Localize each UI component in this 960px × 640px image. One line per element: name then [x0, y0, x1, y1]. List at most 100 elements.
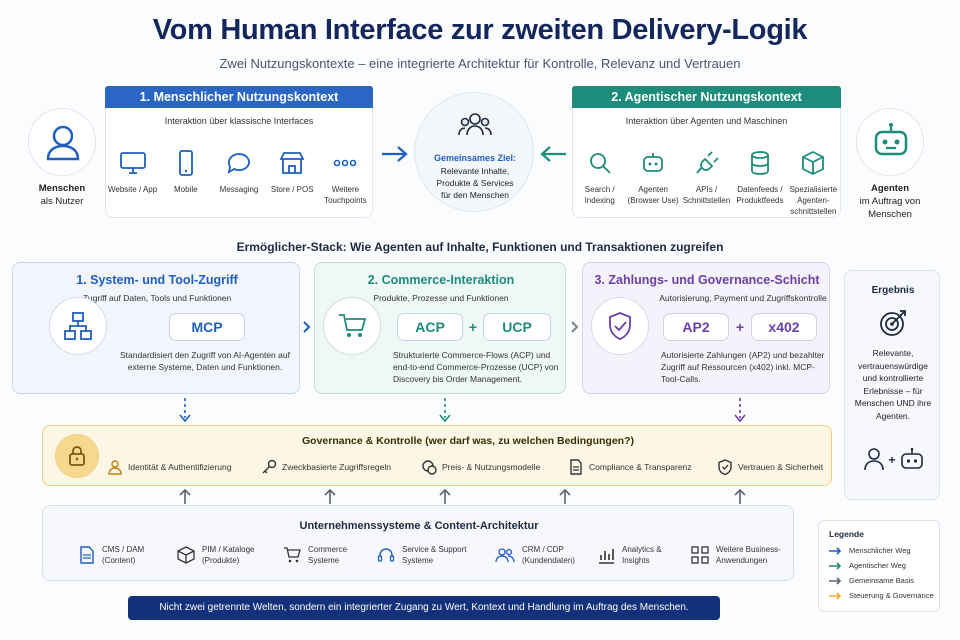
touchpoint-label: Store / POS [270, 185, 314, 194]
touchpoint-label: APIs / Schnittstellen [682, 185, 731, 205]
enterprise-item-pim: PIM / Kataloge (Produkte) [177, 544, 279, 566]
human-arrow-icon [382, 146, 408, 162]
human-context-header: 1. Menschlicher Nutzungskontext [105, 86, 373, 108]
enterprise-item-label: Weitere Business-Anwendungen [716, 545, 781, 565]
touchpoint-store: Store / POS [266, 150, 319, 195]
page-subtitle: Zwei Nutzungskontexte – eine integrierte… [219, 56, 741, 71]
commerce-panel-sub: Produkte, Prozesse und Funktionen [373, 293, 509, 303]
legend-arrow-icon [829, 591, 842, 600]
governance-item-label: Vertrauen & Sicherheit [738, 462, 824, 472]
goal-title: Gemeinsames Ziel: [433, 153, 517, 163]
governance-item-trust: Vertrauen & Sicherheit [717, 459, 824, 476]
legend-arrow-icon [829, 576, 842, 585]
system-panel-desc: Standardisiert den Zugriff von AI-Agente… [120, 350, 290, 372]
group-icon [458, 113, 492, 136]
lock-circle [55, 434, 99, 478]
touchpoint-more: Weitere Touchpoints [319, 150, 372, 206]
headset-icon [377, 548, 395, 562]
commerce-icon-circle [323, 297, 381, 355]
shared-goal: Gemeinsames Ziel: Relevante Inhalte, Pro… [414, 92, 534, 212]
legend-item-human: Menschlicher Weg [829, 543, 939, 558]
governance-item-label: Zweckbasierte Zugriffsregeln [282, 462, 391, 472]
person-icon [108, 460, 122, 475]
governance-item-access: Zweckbasierte Zugriffsregeln [261, 459, 391, 475]
system-panel-sub: Zugriff auf Daten, Tools und Funktionen [82, 293, 232, 303]
agent-actor-sub: im Auftrag von Menschen [859, 196, 921, 220]
mcp-pill: MCP [169, 313, 245, 341]
system-icon-circle [49, 297, 107, 355]
dashed-arrow-icon [179, 398, 191, 423]
dashed-arrow-icon [734, 398, 746, 423]
enterprise-item-label: CRM / CDP (Kundendaten) [522, 545, 575, 565]
result-plus: + [888, 453, 896, 467]
system-access-panel: 1. System- und Tool-Zugriff Zugriff auf … [12, 262, 300, 394]
robot-icon [901, 447, 923, 469]
enterprise-item-label: CMS / DAM (Content) [102, 545, 145, 565]
agent-touchpoints: Search / Indexing Agenten (Browser Use) … [572, 134, 841, 218]
enterprise-item-label: Commerce Systeme [308, 545, 348, 565]
up-arrow-icon [559, 488, 571, 504]
stack-title: Ermöglicher-Stack: Wie Agenten auf Inhal… [236, 240, 724, 254]
chevron-right-icon [571, 321, 579, 333]
touchpoint-messaging: Messaging [212, 150, 265, 195]
document-icon [570, 459, 582, 475]
user-icon [46, 125, 80, 161]
enterprise-systems: Unternehmenssysteme & Content-Architektu… [42, 505, 794, 581]
payment-panel-sub: Autorisierung, Payment und Zugriffskontr… [659, 293, 827, 303]
target-icon [880, 310, 906, 336]
agent-context-header: 2. Agentischer Nutzungskontext [572, 86, 841, 108]
legend-arrow-icon [829, 561, 842, 570]
x402-pill: x402 [751, 313, 817, 341]
touchpoint-search: Search / Indexing [573, 150, 626, 206]
store-icon [279, 152, 305, 174]
governance-item-label: Compliance & Transparenz [589, 462, 692, 472]
search-icon [589, 153, 611, 174]
payment-panel: 3. Zahlungs- und Governance-Schicht Auto… [582, 262, 830, 394]
human-context-caption: Interaktion über klassische Interfaces [105, 108, 373, 134]
governance-bar: Governance & Kontrolle (wer darf was, zu… [42, 425, 832, 486]
enterprise-item-service: Service & Support Systeme [377, 544, 481, 566]
touchpoint-label: Datenfeeds / Produktfeeds [736, 185, 784, 205]
enterprise-item-cms: CMS / DAM (Content) [79, 544, 171, 566]
commerce-plus: + [468, 319, 478, 335]
agent-actor-title: Agenten [871, 183, 909, 194]
touchpoint-label: Website / App [107, 185, 158, 194]
touchpoint-label: Spezialisierte Agenten-schnittstellen [789, 185, 838, 216]
robot-icon [643, 153, 664, 172]
agent-arrow-icon [540, 146, 566, 162]
cart-icon [339, 314, 367, 337]
legend-label: Menschlicher Weg [849, 546, 911, 555]
page-title: Vom Human Interface zur zweiten Delivery… [152, 14, 808, 46]
ucp-pill: UCP [483, 313, 551, 341]
agent-actor-circle [856, 108, 924, 176]
key-icon [262, 459, 277, 474]
grid-icon [691, 546, 709, 564]
touchpoint-agents: Agenten (Browser Use) [626, 150, 679, 206]
commerce-panel-desc: Strukturierte Commerce-Flows (ACP) und e… [393, 350, 559, 384]
file-icon [80, 546, 94, 564]
database-icon [751, 151, 769, 175]
ap2-pill: AP2 [663, 313, 729, 341]
enterprise-item-other: Weitere Business-Anwendungen [691, 544, 791, 566]
human-touchpoints: Website / App Mobile Messaging Store / P… [105, 134, 373, 218]
result-text: Relevante, vertrauenswürdige und kontrol… [854, 348, 932, 421]
chat-icon [227, 153, 250, 174]
legend: Legende Menschlicher Weg Agentischer Weg… [818, 520, 940, 612]
touchpoint-label: Mobile [174, 185, 198, 194]
coins-icon [422, 460, 437, 475]
human-actor-circle [28, 108, 96, 176]
legend-arrow-icon [829, 546, 842, 555]
more-icon [334, 159, 357, 167]
human-actor-title: Menschen [38, 183, 86, 194]
enterprise-item-crm: CRM / CDP (Kundendaten) [495, 544, 595, 566]
result-title: Ergebnis [871, 285, 915, 296]
shield-icon [718, 459, 732, 476]
footer-banner: Nicht zwei getrennte Welten, sondern ein… [128, 596, 720, 620]
touchpoint-label: Weitere Touchpoints [324, 185, 367, 205]
enterprise-item-label: Analytics & Insights [622, 545, 662, 565]
legend-item-governance: Steuerung & Governance [829, 588, 939, 603]
box-icon [177, 546, 195, 564]
touchpoint-apis: APIs / Schnittstellen [680, 150, 733, 206]
shield-check-icon [609, 312, 631, 340]
legend-item-shared: Gemeinsame Basis [829, 573, 939, 588]
